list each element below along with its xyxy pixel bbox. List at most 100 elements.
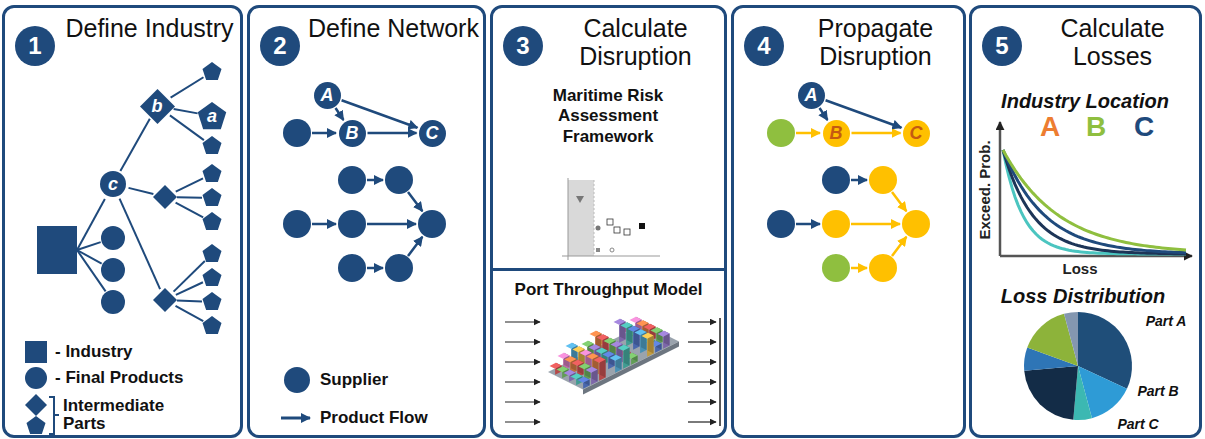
product-circle xyxy=(101,258,125,282)
legend-text: - Final Products xyxy=(55,368,183,387)
step-title: Define Network xyxy=(308,14,479,42)
inflow-arrow xyxy=(505,381,540,382)
letter-circle: C xyxy=(418,119,447,148)
supplier-circle xyxy=(385,166,413,194)
flow-arrow xyxy=(368,132,417,135)
step-panel: Calculate Disruption 3Maritime Risk Asses… xyxy=(490,5,727,438)
inflow-arrow xyxy=(505,341,540,342)
method-box: Port Throughput Model xyxy=(493,268,724,435)
part-label: Part C xyxy=(1117,417,1158,432)
chart-label: Exceed. Prob. xyxy=(977,140,994,239)
link-line xyxy=(176,282,203,295)
supplier-circle xyxy=(822,254,850,282)
flow-arrow xyxy=(852,132,901,135)
inflow-arrow xyxy=(505,361,540,362)
drawing-polygon xyxy=(198,102,227,129)
part-pentagon xyxy=(202,316,221,334)
step-title: Calculate Losses xyxy=(1030,14,1195,70)
illustration xyxy=(25,62,1192,434)
link-line xyxy=(177,196,202,199)
legend-circle xyxy=(284,367,310,393)
chart-marker xyxy=(576,196,584,203)
pie-slice xyxy=(1064,312,1078,366)
part-pentagon xyxy=(202,212,221,230)
link-line xyxy=(120,199,161,289)
legend-bracket xyxy=(49,397,59,434)
letter-circle: A xyxy=(797,81,826,110)
chart-marker xyxy=(624,229,630,235)
method-box: Maritime Risk Assessment Framework xyxy=(533,84,683,149)
supplier-circle xyxy=(822,166,850,194)
letter-pentagon: a xyxy=(196,100,228,132)
outflow-arrow xyxy=(688,381,716,382)
link-line xyxy=(177,301,202,302)
node-label: A xyxy=(321,86,334,104)
yard-ground xyxy=(548,324,679,390)
exceedance-curve xyxy=(1003,150,1186,253)
step-number: 2 xyxy=(260,26,300,66)
link-line xyxy=(851,223,900,226)
link-line xyxy=(176,178,203,191)
location-letter: B xyxy=(1086,112,1106,143)
legend-entry: - Industry xyxy=(55,343,132,361)
step-number-text: 4 xyxy=(757,34,770,58)
supplier-circle xyxy=(869,254,897,282)
part-label: Part B xyxy=(1137,384,1178,399)
node-label: c xyxy=(108,175,118,193)
link-line xyxy=(174,261,205,292)
part-pentagon xyxy=(202,268,221,286)
tree-link xyxy=(120,119,149,171)
part-diamond xyxy=(153,288,177,312)
link-line xyxy=(312,132,336,135)
part-diamond xyxy=(153,185,177,209)
link-line xyxy=(408,237,422,256)
supplier-circle xyxy=(869,166,897,194)
outflow-arrow xyxy=(688,361,716,362)
inflow-arrow xyxy=(505,421,540,422)
supplier-circle xyxy=(283,210,311,238)
chart-marker xyxy=(607,219,613,225)
part-pentagon xyxy=(202,244,221,262)
exceedance-curve xyxy=(1003,150,1186,250)
chart-axis xyxy=(999,122,1002,256)
supplier-circle xyxy=(283,119,311,147)
drawing-circle xyxy=(339,120,366,147)
link-line xyxy=(176,306,204,321)
outflow-arrow xyxy=(688,341,716,342)
node-label: a xyxy=(207,107,217,125)
step-title: Define Industry xyxy=(63,14,236,42)
legend-text: - Industry xyxy=(55,342,132,361)
container xyxy=(578,377,590,383)
letter-circle: B xyxy=(822,119,851,148)
legend-square xyxy=(25,341,47,363)
flow-arrow xyxy=(336,108,344,120)
product-circle xyxy=(101,290,125,314)
link-line xyxy=(796,132,820,135)
inflow-arrow xyxy=(505,321,540,322)
chart-axis xyxy=(562,178,660,260)
node-label: b xyxy=(152,97,163,115)
step-panel: Propagate Disruption4ABC xyxy=(731,5,966,438)
supplier-circle xyxy=(822,210,850,238)
supplier-circle xyxy=(767,210,795,238)
step-number: 5 xyxy=(982,26,1022,66)
legend-text: Product Flow xyxy=(320,408,428,427)
legend-entry: Supplier xyxy=(320,371,388,389)
yard-ground xyxy=(583,342,679,395)
link-line xyxy=(367,179,383,182)
drawing-circle xyxy=(314,82,341,109)
chart-marker xyxy=(610,248,614,252)
step-number-text: 3 xyxy=(516,34,529,58)
step-title: Calculate Disruption xyxy=(551,14,720,70)
location-letter: A xyxy=(1040,112,1060,143)
chart-label: Loss xyxy=(1062,261,1097,278)
step-number: 4 xyxy=(744,26,784,66)
link-line xyxy=(77,242,101,250)
step-number: 3 xyxy=(503,26,543,66)
step-panel: Calculate Losses5 xyxy=(969,5,1202,438)
link-line xyxy=(176,203,204,218)
node-label: Port Throughput Model xyxy=(493,280,724,300)
link-line xyxy=(851,179,867,182)
